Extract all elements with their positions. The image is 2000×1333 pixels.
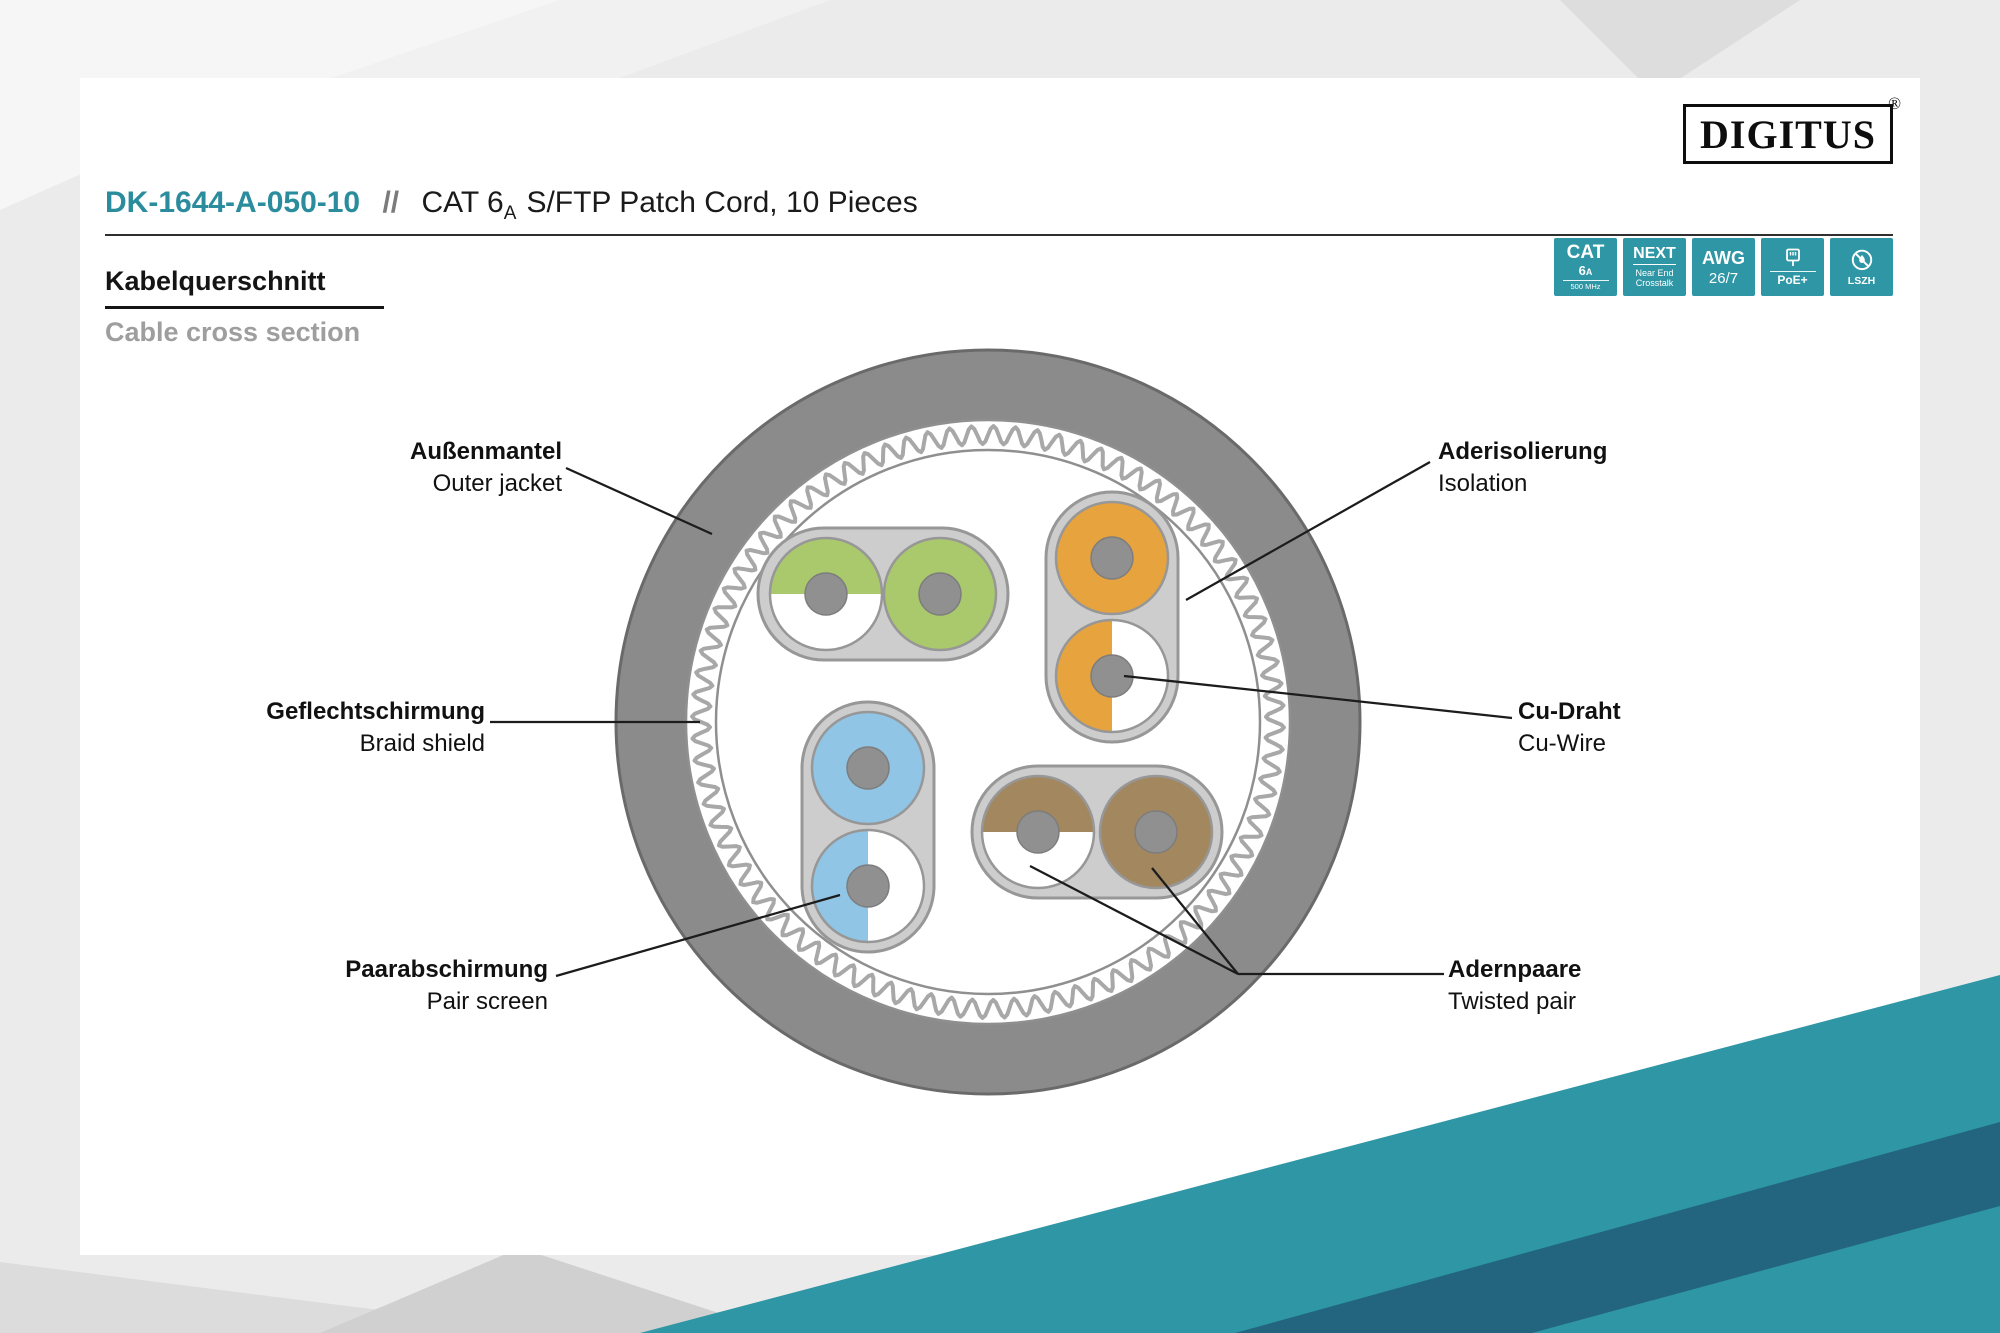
wire-outline xyxy=(882,536,998,652)
badge-divider xyxy=(1769,271,1816,272)
wire-pair-green xyxy=(756,526,1010,662)
wire-insulation-brown-half xyxy=(982,776,1094,832)
leader-twisted-pair-a xyxy=(1029,865,1239,975)
cu-wire-dot xyxy=(1134,810,1178,854)
digitus-logo: DIGITUS ® xyxy=(1683,94,1901,164)
label-isolation: Aderisolierung Isolation xyxy=(1438,436,1607,500)
cu-wire-dot xyxy=(1090,536,1134,580)
poe-plug-icon xyxy=(1785,248,1800,266)
leader-isolation xyxy=(1185,461,1431,601)
wire-outline xyxy=(1098,774,1214,890)
wire-insulation-orange-half xyxy=(1056,620,1112,732)
header-rule xyxy=(105,234,1893,236)
label-isolation-en: Isolation xyxy=(1438,470,1528,497)
wire-outline xyxy=(1054,500,1170,616)
braid-shield-ring xyxy=(690,424,1286,1020)
label-twisted-pair-en: Twisted pair xyxy=(1448,988,1577,1015)
label-outer-jacket-de: Außenmantel xyxy=(409,438,562,465)
badge-lszh: LSZH xyxy=(1830,238,1893,296)
label-twisted-pair-de: Adernpaare xyxy=(1448,956,1582,983)
badge-cat-line1: CAT xyxy=(1566,242,1605,264)
badge-next-line3: Crosstalk xyxy=(1635,278,1674,288)
label-pair-screen: Paarabschirmung Pair screen xyxy=(268,954,548,1018)
badge-awg-line1: AWG xyxy=(1702,247,1745,268)
logo-text: DIGITUS xyxy=(1700,111,1876,157)
cu-wire-dot xyxy=(804,572,848,616)
wire-insulation-blue-half xyxy=(812,830,868,942)
cu-wire-dot xyxy=(846,746,890,790)
leader-outer-jacket xyxy=(565,466,713,536)
label-twisted-pair: Adernpaare Twisted pair xyxy=(1448,954,1581,1018)
label-cu-wire-de: Cu-Draht xyxy=(1518,698,1621,725)
registered-mark: ® xyxy=(1888,94,1901,113)
cu-wire-dot xyxy=(846,864,890,908)
label-isolation-de: Aderisolierung xyxy=(1438,438,1608,465)
cu-wire-dot xyxy=(1016,810,1060,854)
badge-cat-line2: 6A xyxy=(1578,263,1593,279)
wire-outline xyxy=(810,710,926,826)
label-outer-jacket: Außenmantel Outer jacket xyxy=(300,436,562,500)
section-heading-de: Kabelquerschnitt xyxy=(105,266,384,309)
label-outer-jacket-en: Outer jacket xyxy=(432,470,562,497)
inner-boundary-ring xyxy=(714,448,1262,996)
leader-twisted-pair-b xyxy=(1151,867,1239,975)
badge-cat6a: CAT 6A 500 MHz xyxy=(1554,238,1617,296)
label-braid-shield-de: Geflechtschirmung xyxy=(266,698,485,725)
badge-lszh-label: LSZH xyxy=(1847,274,1876,287)
section-heading: Kabelquerschnitt Cable cross section xyxy=(105,266,384,348)
badge-next-line1: NEXT xyxy=(1633,246,1676,265)
wire-outline xyxy=(1054,618,1170,734)
label-braid-shield: Geflechtschirmung Braid shield xyxy=(205,696,485,760)
badge-next-line2: Near End xyxy=(1635,268,1674,278)
wire-pair-orange xyxy=(1044,490,1180,744)
cu-wire-dot xyxy=(918,572,962,616)
section-heading-en: Cable cross section xyxy=(105,317,361,347)
wire-outline xyxy=(980,774,1096,890)
product-code: DK-1644-A-050-10 xyxy=(105,186,361,219)
label-pair-screen-en: Pair screen xyxy=(426,988,548,1015)
wire-outline xyxy=(768,536,884,652)
wire-outline xyxy=(810,828,926,944)
feature-badges: CAT 6A 500 MHz NEXT Near End Crosstalk A… xyxy=(1554,238,1893,296)
label-cu-wire-en: Cu-Wire xyxy=(1518,730,1606,757)
header-separator: // xyxy=(382,186,400,219)
label-braid-shield-en: Braid shield xyxy=(359,730,485,757)
wire-insulation-green-half xyxy=(770,538,882,594)
badge-poe-label: PoE+ xyxy=(1777,273,1808,287)
wire-pair-blue xyxy=(800,700,936,954)
badge-awg: AWG 26/7 xyxy=(1692,238,1755,296)
badge-next: NEXT Near End Crosstalk xyxy=(1623,238,1686,296)
label-pair-screen-de: Paarabschirmung xyxy=(345,956,548,983)
wire-pair-brown xyxy=(970,764,1224,900)
badge-awg-line2: 26/7 xyxy=(1708,269,1739,287)
badge-cat-line3: 500 MHz xyxy=(1570,282,1601,292)
badge-divider xyxy=(1562,280,1609,282)
label-cu-wire: Cu-Draht Cu-Wire xyxy=(1518,696,1621,760)
no-flame-icon xyxy=(1851,249,1872,270)
leader-cu-wire xyxy=(1123,674,1513,720)
leader-pair-screen xyxy=(555,893,841,978)
badge-poe: PoE+ xyxy=(1761,238,1824,296)
